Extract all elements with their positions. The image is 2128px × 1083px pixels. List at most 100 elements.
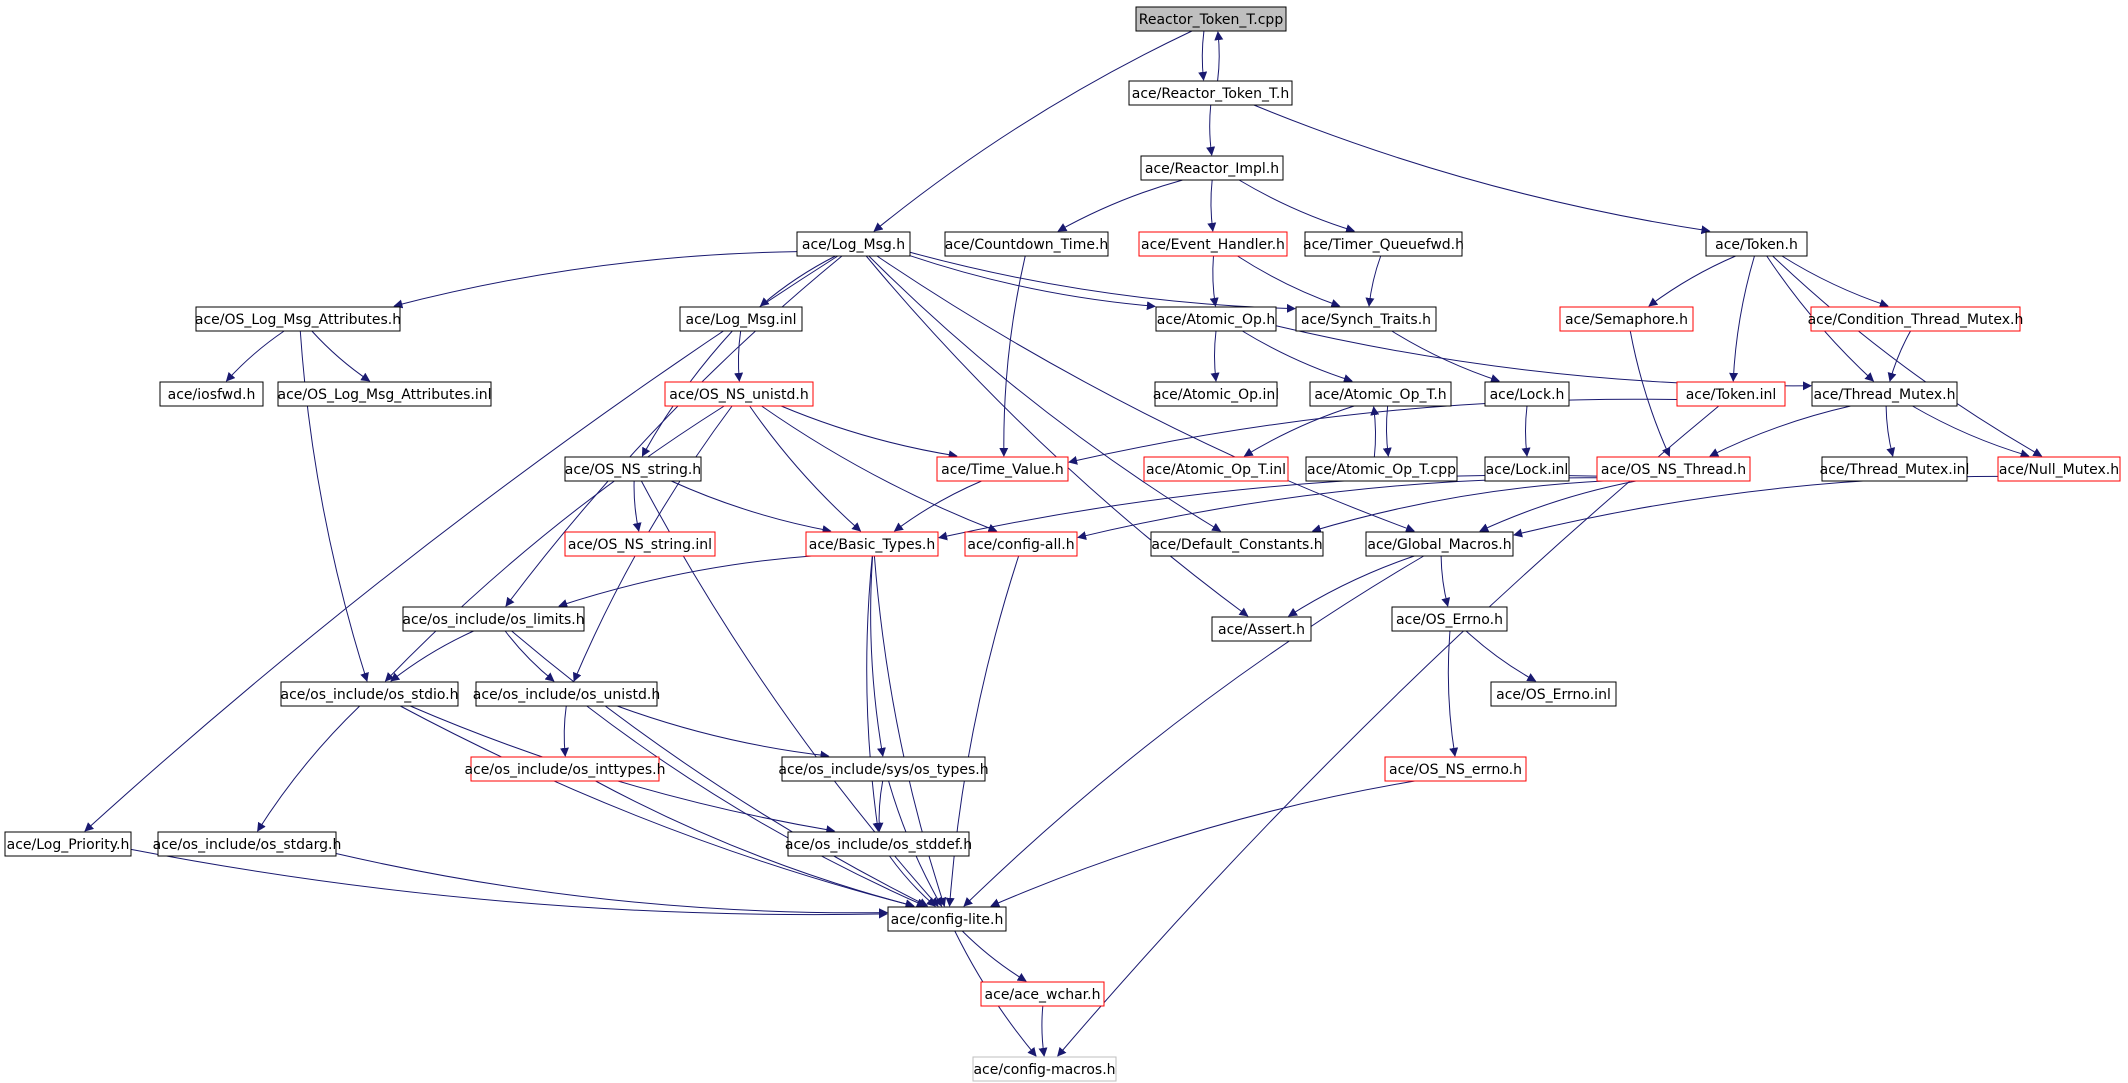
node-os-errno-inl[interactable]: ace/OS_Errno.inl xyxy=(1490,681,1617,707)
node-box[interactable] xyxy=(1305,456,1458,482)
node-box[interactable] xyxy=(1154,381,1278,407)
node-box[interactable] xyxy=(280,681,459,707)
node-box[interactable] xyxy=(796,231,911,257)
node-box[interactable] xyxy=(475,681,658,707)
node-countdown[interactable]: ace/Countdown_Time.h xyxy=(944,231,1109,257)
node-box[interactable] xyxy=(470,756,660,782)
node-atomic-op-t-cpp[interactable]: ace/Atomic_Op_T.cpp xyxy=(1305,456,1458,482)
node-box[interactable] xyxy=(4,831,132,857)
node-box[interactable] xyxy=(564,531,716,557)
node-box[interactable] xyxy=(564,456,702,482)
node-basic-types[interactable]: ace/Basic_Types.h xyxy=(805,531,939,557)
node-box[interactable] xyxy=(1821,456,1968,482)
node-semaphore[interactable]: ace/Semaphore.h xyxy=(1559,306,1694,332)
node-box[interactable] xyxy=(1484,456,1570,482)
node-atomic-op-h[interactable]: ace/Atomic_Op.h xyxy=(1155,306,1277,332)
node-box[interactable] xyxy=(679,306,803,332)
node-event-handler[interactable]: ace/Event_Handler.h xyxy=(1138,231,1288,257)
node-token-inl[interactable]: ace/Token.inl xyxy=(1676,381,1786,407)
node-os-stdarg[interactable]: ace/os_include/os_stdarg.h xyxy=(153,831,342,857)
node-box[interactable] xyxy=(1596,456,1751,482)
node-oslma-inl[interactable]: ace/OS_Log_Msg_Attributes.inl xyxy=(277,381,492,407)
node-synch-traits[interactable]: ace/Synch_Traits.h xyxy=(1295,306,1437,332)
node-os-stddef[interactable]: ace/os_include/os_stddef.h xyxy=(785,831,972,857)
node-box[interactable] xyxy=(1138,231,1288,257)
node-thread-mutex-inl[interactable]: ace/Thread_Mutex.inl xyxy=(1820,456,1970,482)
node-box[interactable] xyxy=(787,831,970,857)
node-lock-inl[interactable]: ace/Lock.inl xyxy=(1484,456,1570,482)
node-config-macros[interactable]: ace/config-macros.h xyxy=(972,1056,1117,1082)
node-box[interactable] xyxy=(1155,306,1277,332)
node-os-limits[interactable]: ace/os_include/os_limits.h xyxy=(402,606,585,632)
node-time-value[interactable]: ace/Time_Value.h xyxy=(936,456,1069,482)
node-timer-qfwd[interactable]: ace/Timer_Queuefwd.h xyxy=(1303,231,1464,257)
node-box[interactable] xyxy=(1211,616,1312,642)
node-os-ns-string-h[interactable]: ace/OS_NS_string.h xyxy=(564,456,702,482)
node-box[interactable] xyxy=(1484,381,1570,407)
node-box[interactable] xyxy=(195,306,401,332)
node-config-lite[interactable]: ace/config-lite.h xyxy=(887,906,1007,932)
node-iosfwd[interactable]: ace/iosfwd.h xyxy=(159,381,264,407)
node-atomic-op-t-h[interactable]: ace/Atomic_Op_T.h xyxy=(1309,381,1452,407)
node-box[interactable] xyxy=(1295,306,1437,332)
node-log-priority[interactable]: ace/Log_Priority.h xyxy=(4,831,132,857)
node-box[interactable] xyxy=(1676,381,1786,407)
node-box[interactable] xyxy=(1135,6,1287,32)
node-rtt-h[interactable]: ace/Reactor_Token_T.h xyxy=(1128,80,1293,106)
node-atomic-op-inl[interactable]: ace/Atomic_Op.inl xyxy=(1153,381,1279,407)
node-box[interactable] xyxy=(1304,231,1463,257)
node-box[interactable] xyxy=(1490,681,1617,707)
node-box[interactable] xyxy=(664,381,814,407)
node-box[interactable] xyxy=(1705,231,1808,257)
node-root[interactable]: Reactor_Token_T.cpp xyxy=(1135,6,1287,32)
node-os-stdio[interactable]: ace/os_include/os_stdio.h xyxy=(280,681,459,707)
node-lock-h[interactable]: ace/Lock.h xyxy=(1484,381,1570,407)
node-token-h[interactable]: ace/Token.h xyxy=(1705,231,1808,257)
node-box[interactable] xyxy=(1140,155,1284,181)
node-box[interactable] xyxy=(805,531,939,557)
node-os-errno-h[interactable]: ace/OS_Errno.h xyxy=(1391,606,1508,632)
node-box[interactable] xyxy=(402,606,585,632)
node-box[interactable] xyxy=(1128,80,1293,106)
node-oslma-h[interactable]: ace/OS_Log_Msg_Attributes.h xyxy=(195,306,401,332)
node-box[interactable] xyxy=(944,231,1109,257)
node-thread-mutex-h[interactable]: ace/Thread_Mutex.h xyxy=(1811,381,1958,407)
node-sys-os-types[interactable]: ace/os_include/sys/os_types.h xyxy=(778,756,989,782)
node-os-unistd[interactable]: ace/os_include/os_unistd.h xyxy=(473,681,660,707)
node-box[interactable] xyxy=(1391,606,1508,632)
node-box[interactable] xyxy=(159,381,264,407)
node-box[interactable] xyxy=(980,981,1105,1007)
node-box[interactable] xyxy=(1150,531,1324,557)
node-box[interactable] xyxy=(1384,756,1527,782)
node-box[interactable] xyxy=(936,456,1069,482)
node-os-ns-unistd[interactable]: ace/OS_NS_unistd.h xyxy=(664,381,814,407)
node-box[interactable] xyxy=(157,831,337,857)
node-os-inttypes[interactable]: ace/os_include/os_inttypes.h xyxy=(465,756,666,782)
node-os-ns-errno[interactable]: ace/OS_NS_errno.h xyxy=(1384,756,1527,782)
node-assert-h[interactable]: ace/Assert.h xyxy=(1211,616,1312,642)
node-reactor-impl[interactable]: ace/Reactor_Impl.h xyxy=(1140,155,1284,181)
node-box[interactable] xyxy=(277,381,492,407)
node-os-ns-thread[interactable]: ace/OS_NS_Thread.h xyxy=(1596,456,1751,482)
node-box[interactable] xyxy=(1559,306,1694,332)
node-os-ns-string-inl[interactable]: ace/OS_NS_string.inl xyxy=(564,531,716,557)
node-box[interactable] xyxy=(1309,381,1452,407)
node-ace-wchar[interactable]: ace/ace_wchar.h xyxy=(980,981,1105,1007)
node-null-mutex[interactable]: ace/Null_Mutex.h xyxy=(1997,456,2121,482)
node-global-macros[interactable]: ace/Global_Macros.h xyxy=(1365,531,1514,557)
node-box[interactable] xyxy=(1997,456,2121,482)
node-log-msg-h[interactable]: ace/Log_Msg.h xyxy=(796,231,911,257)
node-box[interactable] xyxy=(781,756,986,782)
node-config-all[interactable]: ace/config-all.h xyxy=(964,531,1078,557)
node-box[interactable] xyxy=(1143,456,1289,482)
node-box[interactable] xyxy=(1811,381,1958,407)
node-box[interactable] xyxy=(887,906,1007,932)
node-log-msg-inl[interactable]: ace/Log_Msg.inl xyxy=(679,306,803,332)
node-cond-thread-mutex[interactable]: ace/Condition_Thread_Mutex.h xyxy=(1808,306,2024,332)
node-box[interactable] xyxy=(1810,306,2021,332)
node-box[interactable] xyxy=(1365,531,1514,557)
node-box[interactable] xyxy=(972,1056,1117,1082)
node-atomic-op-t-inl[interactable]: ace/Atomic_Op_T.inl xyxy=(1143,456,1289,482)
node-box[interactable] xyxy=(964,531,1078,557)
node-default-constants[interactable]: ace/Default_Constants.h xyxy=(1150,531,1324,557)
